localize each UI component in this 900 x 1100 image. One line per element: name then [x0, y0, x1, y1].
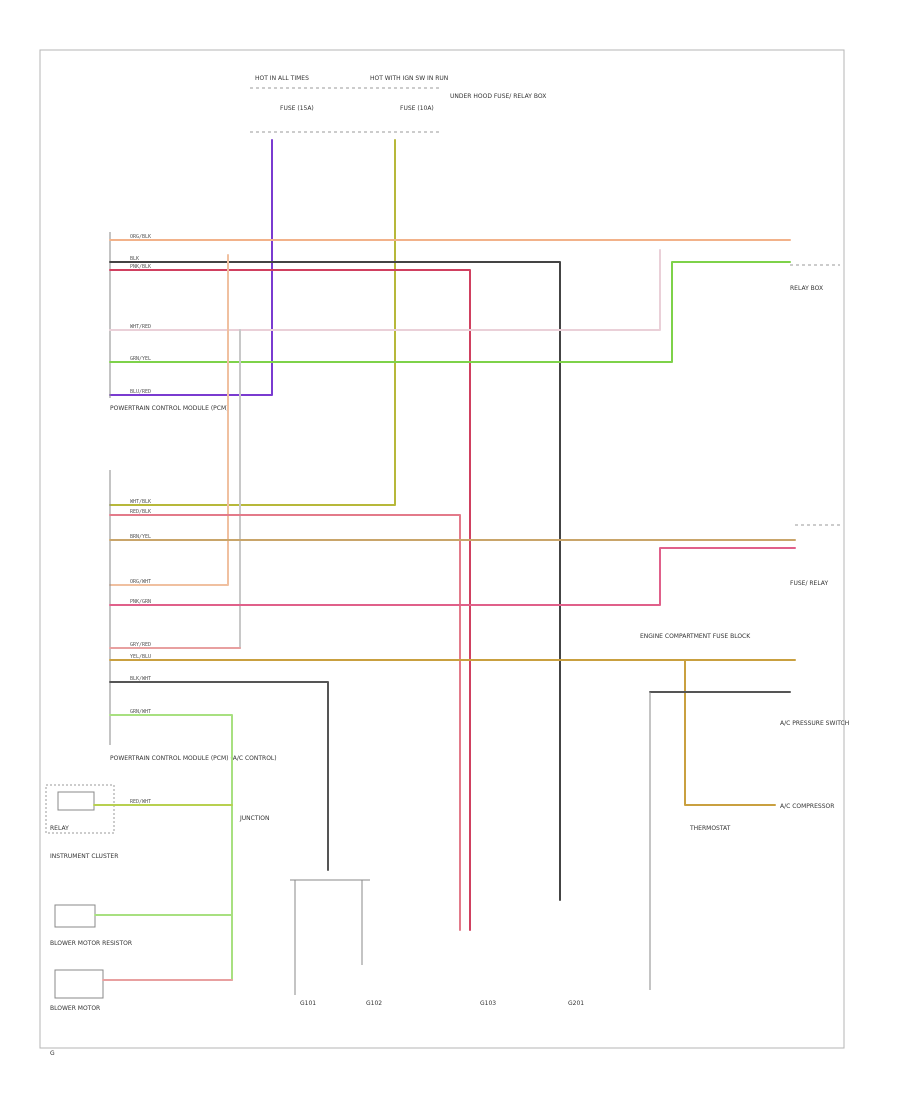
wire-label-1: BLK — [130, 256, 139, 262]
wire-label-10: PNK/GRN — [130, 599, 151, 605]
wire-label-15: RED/WHT — [130, 799, 151, 805]
wire-orange-drop — [109, 254, 229, 586]
relay-symbol — [57, 791, 95, 811]
ground-a-label: G101 — [300, 1000, 316, 1007]
wire-label-4: GRN/YEL — [130, 356, 151, 362]
wire-pink-faint — [109, 249, 661, 331]
fuse-a-label: FUSE (15A) — [280, 105, 314, 112]
ccm-mid-label: POWERTRAIN CONTROL MODULE (PCM) (A/C CON… — [110, 755, 277, 762]
wire-red-long — [109, 269, 471, 931]
wire-label-12: YEL/BLU — [130, 654, 151, 660]
wire-label-2: PNK/BLK — [130, 264, 151, 270]
wire-green-top — [109, 261, 791, 363]
ground-b-label: G102 — [366, 1000, 382, 1007]
instrument-cluster-label: INSTRUMENT CLUSTER — [50, 853, 118, 860]
thermostat-label: THERMOSTAT — [689, 825, 731, 832]
wire-label-7: RED/BLK — [130, 509, 151, 515]
wire-brown-compressor — [684, 659, 776, 806]
wire-label-8: BRN/YEL — [130, 534, 151, 540]
ground-c-label: G103 — [480, 1000, 496, 1007]
relay-box-outline — [45, 784, 115, 834]
wire-label-14: GRN/WHT — [130, 709, 151, 715]
wire-label-0: ORG/BLK — [130, 234, 151, 240]
junction-label: JUNCTION — [239, 815, 269, 822]
blower-symbol — [54, 969, 104, 999]
relay-label: RELAY — [50, 825, 69, 832]
footer-code: G — [50, 1050, 55, 1057]
upper-connector: POWERTRAIN CONTROL MODULE (PCM) — [109, 232, 228, 412]
wire-dark-drop — [109, 681, 329, 871]
ground-d-label: G201 — [568, 1000, 584, 1007]
wire-label-11: GRY/RED — [130, 642, 151, 648]
ac-pressure-label: A/C PRESSURE SWITCH — [780, 720, 849, 727]
wire-label-3: WHT/RED — [130, 324, 151, 330]
wire-fuse-a-violet — [109, 139, 273, 396]
diagram-frame — [39, 49, 845, 1049]
blower-label: BLOWER MOTOR — [50, 1005, 100, 1012]
wire-label-13: BLK/WHT — [130, 676, 151, 682]
wire-pink-mid — [109, 514, 461, 931]
wire-label-5: BLU/RED — [130, 389, 151, 395]
blower-res-label: BLOWER MOTOR RESISTOR — [50, 940, 132, 947]
engine-compartment-label: ENGINE COMPARTMENT FUSE BLOCK — [640, 633, 751, 640]
wire-black-long — [109, 261, 561, 901]
blower-res-symbol — [54, 904, 96, 928]
wire-label-9: ORG/WHT — [130, 579, 151, 585]
fuse-label-right: HOT WITH IGN SW IN RUN — [370, 75, 448, 82]
fuse-b-label: FUSE (10A) — [400, 105, 434, 112]
wire-label-6: WHT/BLK — [130, 499, 151, 505]
fuse-relay-label: FUSE/ RELAY — [790, 580, 828, 587]
wire-fuse-b-yellow — [109, 139, 396, 506]
relay-box-label: RELAY BOX — [790, 285, 823, 292]
fuse-box: HOT IN ALL TIMES HOT WITH IGN SW IN RUN … — [250, 75, 546, 133]
wire-pink-loop — [109, 547, 796, 606]
fuse-label-left: HOT IN ALL TIMES — [255, 75, 309, 82]
fuse-panel-label: UNDER HOOD FUSE/ RELAY BOX — [450, 93, 546, 100]
wire-green-drop — [109, 714, 233, 981]
wire-label-group: ORG/BLK BLK PNK/BLK WHT/RED GRN/YEL BLU/… — [130, 234, 151, 805]
ac-compressor-label: A/C COMPRESSOR — [780, 803, 834, 810]
ccm-top-label: POWERTRAIN CONTROL MODULE (PCM) — [110, 405, 228, 412]
